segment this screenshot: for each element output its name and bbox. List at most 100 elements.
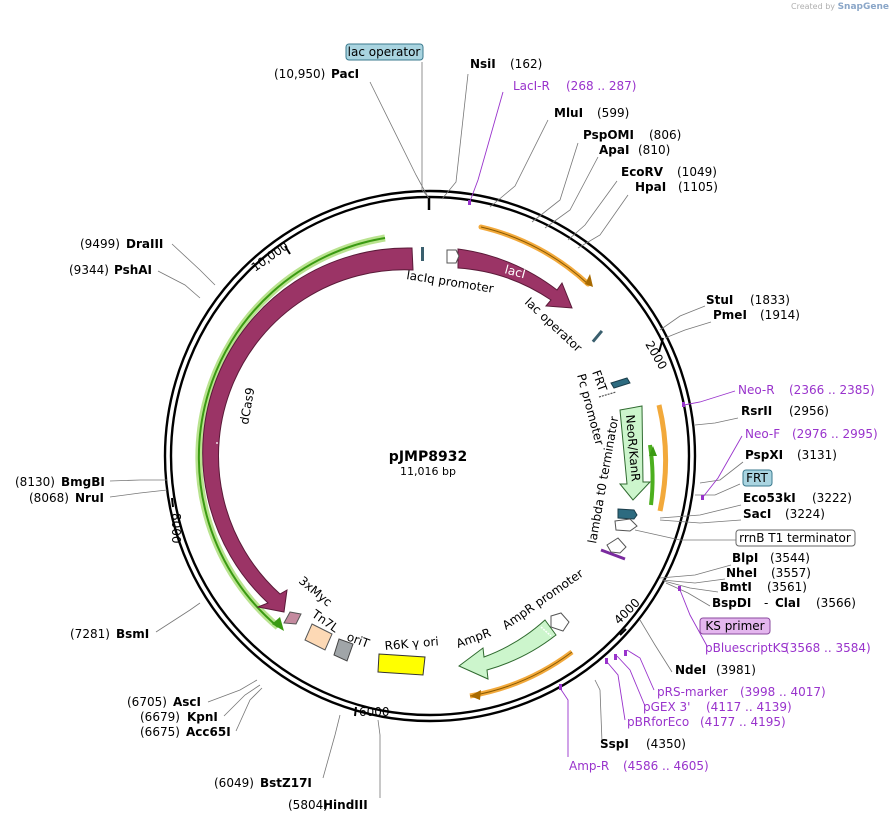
site-bsmi-name: BsmI [116, 627, 149, 641]
site-apai-pos: (810) [638, 143, 670, 157]
tick-8000 [171, 497, 174, 508]
site-asci-pos: (6705) [127, 695, 167, 709]
leader-bmti [663, 580, 719, 593]
leader-saci [659, 519, 742, 524]
leader-pspxi [699, 461, 744, 484]
site-hindiii-name: HindIII [323, 798, 368, 812]
site-paci-pos: (10,950) [274, 67, 325, 81]
primer-pbluescriptks-name: pBluescriptKS [705, 641, 788, 655]
site-blpi-pos: (3544) [770, 551, 810, 565]
tick-label-2000: 2000 [642, 339, 669, 372]
snapgene-logo: SnapGene [837, 2, 889, 12]
site-stui-name: StuI [706, 293, 733, 307]
lac-operator-mark-right [591, 329, 604, 343]
site-bmgbi-name: BmgBI [61, 475, 105, 489]
feature-label-myc: 3xMyc [296, 574, 335, 610]
frt-shape-top [610, 377, 631, 389]
leader-nrui [109, 489, 168, 498]
leader-neo-f [702, 435, 743, 498]
leader-pbrforeco [606, 661, 626, 721]
site-ecorv-pos: (1049) [677, 165, 717, 179]
backbone-outer [163, 189, 697, 723]
label-lac-operator-box: lac operator [348, 45, 421, 59]
leader-neo-r [683, 390, 736, 406]
neo-orange-arc [656, 404, 669, 512]
primer-prs-marker-name: pRS-marker [657, 685, 728, 699]
tick-marks [171, 197, 664, 717]
leader-bspdi [665, 582, 711, 607]
leader-stui [659, 305, 706, 331]
site-nsii-pos: (162) [510, 57, 542, 71]
leader-hindiii [377, 719, 381, 798]
dcas9-green-arrowhead [272, 617, 284, 631]
r6k-shape [377, 653, 426, 676]
site-kpni-name: KpnI [187, 710, 218, 724]
site-bstz17i-name: BstZ17I [260, 776, 312, 790]
leader-prs-marker [626, 649, 655, 691]
feature-label-neo: NeoR/KanR [623, 414, 643, 482]
dcas9-arrow [202, 247, 414, 613]
site-sspi-pos: (4350) [646, 737, 686, 751]
lac-operator-box [345, 43, 424, 61]
site-nrui-pos: (8068) [29, 491, 69, 505]
site-bspdi-pos: (3566) [816, 596, 856, 610]
site-acc65i-pos: (6675) [140, 725, 180, 739]
leader-laci-r [468, 91, 504, 205]
label-rrnb-box: rrnB T1 terminator [739, 531, 851, 545]
tick-2000 [658, 337, 664, 353]
leader-lac-operator [421, 62, 430, 199]
site-pshai-pos: (9344) [69, 263, 109, 277]
orit-shape [333, 638, 354, 662]
leader-pgex [616, 655, 646, 707]
site-draiii-name: DraIII [126, 237, 163, 251]
primer-mark-pbrforeco [605, 658, 608, 664]
primer-pgex-pos: (4117 .. 4139) [706, 700, 792, 714]
primer-labels: LacI-R (268 .. 287) Neo-R (2366 .. 2385)… [513, 79, 878, 773]
leader-ndei [639, 619, 673, 673]
leader-amp-r [559, 687, 569, 757]
site-asci-name: AscI [173, 695, 201, 709]
site-hpai-pos: (1105) [678, 180, 718, 194]
primer-neo-f-name: Neo-F [745, 427, 780, 441]
leader-rrnb [634, 529, 738, 541]
primer-mark-laci-r [468, 200, 471, 205]
site-nhei-name: NheI [726, 566, 757, 580]
lac-operator-mark-top [421, 247, 424, 261]
leader-paci [369, 81, 429, 198]
label-ks-primer-box: KS primer [705, 619, 764, 633]
primer-neo-r-name: Neo-R [738, 383, 775, 397]
myc-shape [283, 611, 302, 625]
site-blpi-name: BlpI [732, 551, 758, 565]
site-rsrii-name: RsrII [741, 404, 772, 418]
primer-amp-r-name: Amp-R [569, 759, 609, 773]
lacI-orange-arc-line [480, 226, 589, 285]
tn7l-shape [304, 623, 333, 651]
neo-green-arc [648, 444, 655, 506]
leader-frt-box [695, 483, 741, 496]
leader-sspi [594, 679, 603, 743]
site-eco53ki-pos: (3222) [812, 491, 852, 505]
primer-mark-ks [600, 548, 626, 561]
rrnb-box [735, 529, 856, 547]
leader-draiii [171, 243, 216, 286]
feature-label-lacIq-promoter: lacIq promoter [406, 268, 495, 296]
primer-laci-r-pos: (268 .. 287) [566, 79, 636, 93]
primer-laci-r-name: LacI-R [513, 79, 550, 93]
site-mlui-pos: (599) [597, 106, 629, 120]
leader-pspomi [531, 142, 579, 223]
primer-mark-amp-r [559, 684, 562, 690]
site-apai-name: ApaI [599, 143, 629, 157]
site-mlui-name: MluI [554, 106, 583, 120]
feature-label-ampr: AmpR [454, 625, 492, 650]
feature-label-lacI: lacI [503, 262, 527, 281]
site-bsmi-pos: (7281) [70, 627, 110, 641]
neo-arrow [618, 405, 652, 501]
label-frt-box: FRT [746, 471, 768, 485]
snapgene-credit: Created by SnapGene [791, 2, 889, 12]
site-hindiii-pos: (5804) [288, 798, 328, 812]
ampr-orange-arrowhead [470, 690, 481, 700]
lambda-t0-shape [614, 518, 638, 532]
tick-6000 [354, 706, 357, 717]
site-bmgbi-pos: (8130) [15, 475, 55, 489]
leader-nhei [661, 578, 726, 584]
